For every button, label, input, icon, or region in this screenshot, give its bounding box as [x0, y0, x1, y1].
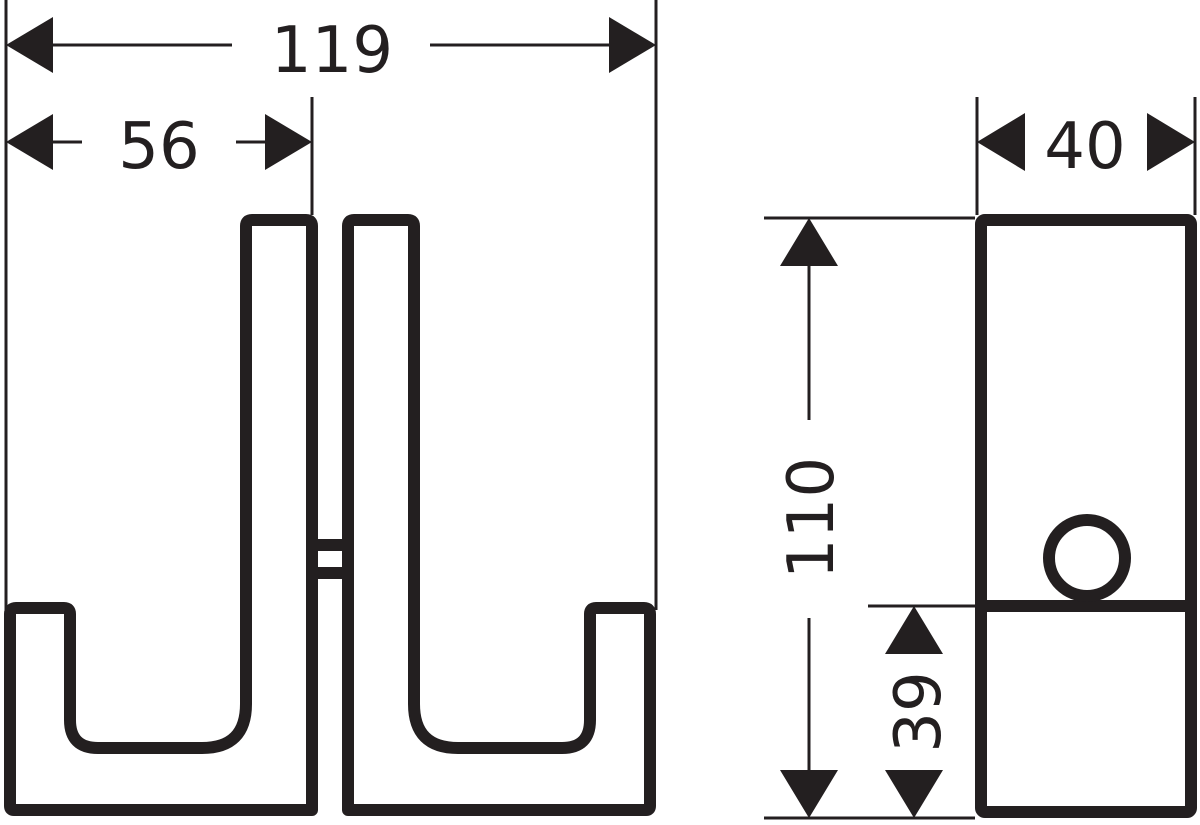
- side-view: 40 110 39: [764, 97, 1197, 820]
- arrow-left-icon: [6, 17, 53, 73]
- dimension-40: 40: [977, 110, 1195, 184]
- front-view: 119 56: [4, 0, 658, 816]
- arrow-up-icon: [885, 606, 943, 654]
- arrow-down-icon: [885, 770, 943, 818]
- dimension-110: 110: [775, 218, 849, 818]
- arrow-left-icon: [977, 113, 1025, 171]
- side-body-outline: [975, 214, 1197, 818]
- dimension-119: 119: [6, 14, 656, 88]
- arrow-right-icon: [265, 114, 312, 170]
- dimension-label-hook-height: 39: [882, 671, 956, 752]
- left-hook-outline: [4, 214, 318, 816]
- right-hook-outline: [342, 214, 656, 816]
- dimension-56: 56: [6, 110, 312, 184]
- hook-pin-circle: [1043, 514, 1131, 602]
- arrow-right-icon: [1147, 113, 1195, 171]
- dimension-label-overall-height: 110: [775, 457, 849, 579]
- arrow-left-icon: [6, 114, 53, 170]
- arrow-right-icon: [609, 17, 656, 73]
- arrow-down-icon: [780, 770, 838, 818]
- arrow-up-icon: [780, 218, 838, 266]
- dimension-39: 39: [882, 606, 956, 818]
- dimension-label-depth: 40: [1044, 110, 1125, 184]
- dimension-label-overall-width: 119: [271, 14, 393, 88]
- dimension-label-hook-width: 56: [118, 110, 199, 184]
